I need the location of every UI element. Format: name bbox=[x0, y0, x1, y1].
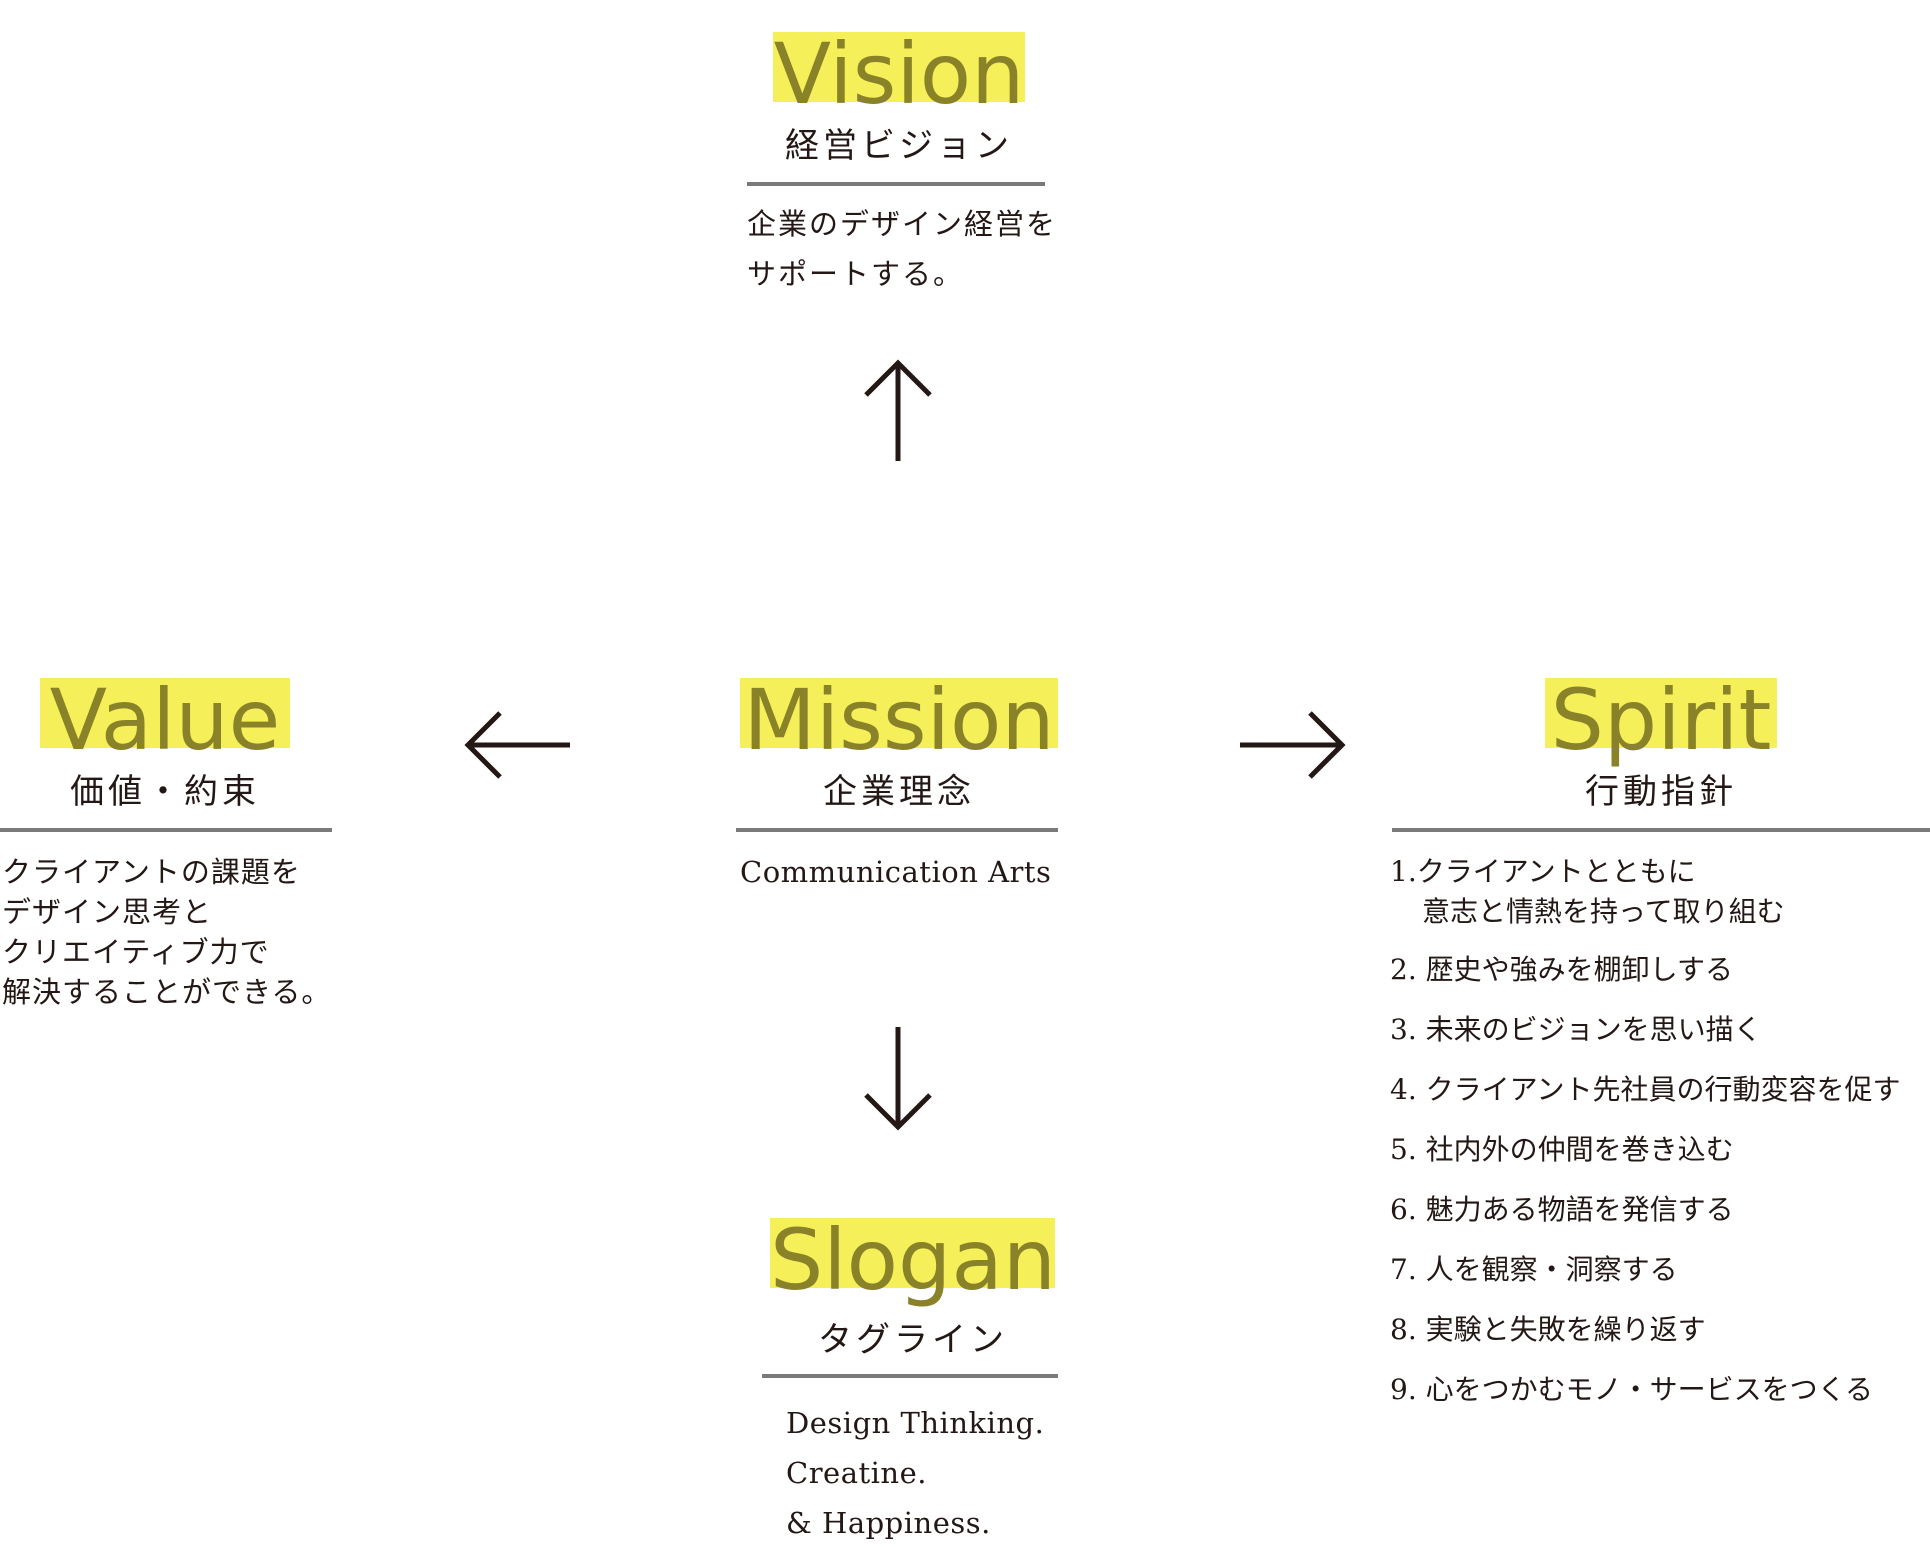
list-item: 7. 人を観察・洞察する bbox=[1390, 1253, 1678, 1286]
slogan-highlight bbox=[770, 1218, 1055, 1288]
value-heading: Value 価値・約束 bbox=[10, 666, 320, 816]
list-item: 1.クライアントとともに 意志と情熱を持って取り組む bbox=[1390, 852, 1785, 928]
arrow-right-icon bbox=[1240, 711, 1346, 779]
mission-title: Mission bbox=[743, 671, 1055, 769]
spirit-subtitle: 行動指針 bbox=[1585, 772, 1737, 812]
value-title: Value bbox=[49, 671, 281, 769]
mission-highlight bbox=[740, 678, 1058, 748]
vision-heading: Vision 経営ビジョン bbox=[743, 20, 1055, 170]
arrow-down-icon bbox=[864, 1027, 932, 1131]
list-item: 8. 実験と失敗を繰り返す bbox=[1390, 1313, 1706, 1346]
spirit-item-label: 1.クライアントとともに bbox=[1390, 855, 1696, 888]
list-item: 4. クライアント先社員の行動変容を促す bbox=[1390, 1073, 1901, 1106]
list-item: 9. 心をつかむモノ・サービスをつくる bbox=[1390, 1373, 1874, 1406]
vision-title: Vision bbox=[773, 25, 1025, 123]
list-item: 5. 社内外の仲間を巻き込む bbox=[1390, 1133, 1734, 1166]
value-description: クライアントの課題を デザイン思考と クリエイティブ力で 解決することができる。 bbox=[2, 852, 331, 1012]
list-item: 6. 魅力ある物語を発信する bbox=[1390, 1193, 1734, 1226]
value-rule bbox=[0, 828, 332, 832]
vision-line: 企業のデザイン経営を bbox=[747, 207, 1058, 241]
slogan-heading: Slogan タグライン bbox=[757, 1206, 1069, 1360]
spirit-heading: Spirit 行動指針 bbox=[1505, 666, 1817, 816]
slogan-line: Creatine. bbox=[786, 1456, 927, 1490]
slogan-rule bbox=[762, 1374, 1058, 1378]
mission-subtitle: 企業理念 bbox=[823, 772, 975, 812]
value-line: クライアントの課題を bbox=[2, 855, 301, 889]
slogan-line: Design Thinking. bbox=[786, 1406, 1045, 1440]
value-highlight bbox=[40, 678, 290, 748]
mission-description: Communication Arts bbox=[740, 852, 1051, 892]
mission-line: Communication Arts bbox=[740, 855, 1052, 889]
value-line: クリエイティブ力で bbox=[2, 935, 270, 969]
vision-subtitle: 経営ビジョン bbox=[785, 126, 1013, 166]
spirit-title: Spirit bbox=[1550, 671, 1772, 769]
vision-line: サポートする。 bbox=[747, 257, 965, 291]
vision-highlight bbox=[773, 32, 1025, 102]
value-line: デザイン思考と bbox=[2, 895, 213, 929]
arrow-left-icon bbox=[464, 711, 570, 779]
slogan-subtitle: タグライン bbox=[818, 1320, 1008, 1360]
list-item: 3. 未来のビジョンを思い描く bbox=[1390, 1013, 1762, 1046]
slogan-title: Slogan bbox=[769, 1211, 1057, 1309]
spirit-highlight bbox=[1545, 678, 1777, 748]
slogan-description: Design Thinking. Creatine. & Happiness. bbox=[786, 1398, 1044, 1548]
mission-rule bbox=[736, 828, 1058, 832]
value-subtitle: 価値・約束 bbox=[70, 772, 260, 812]
slogan-line: & Happiness. bbox=[786, 1506, 991, 1540]
list-item: 2. 歴史や強みを棚卸しする bbox=[1390, 953, 1734, 986]
mission-heading: Mission 企業理念 bbox=[735, 666, 1063, 816]
arrow-up-icon bbox=[864, 359, 932, 461]
spirit-list: 1.クライアントとともに 意志と情熱を持って取り組む 2. 歴史や強みを棚卸しす… bbox=[1390, 852, 1928, 1412]
spirit-item-continuation: 意志と情熱を持って取り組む bbox=[1422, 895, 1785, 928]
value-line: 解決することができる。 bbox=[2, 975, 332, 1009]
spirit-rule bbox=[1392, 828, 1930, 832]
vision-description: 企業のデザイン経営を サポートする。 bbox=[747, 204, 1057, 294]
vision-rule bbox=[747, 182, 1045, 186]
